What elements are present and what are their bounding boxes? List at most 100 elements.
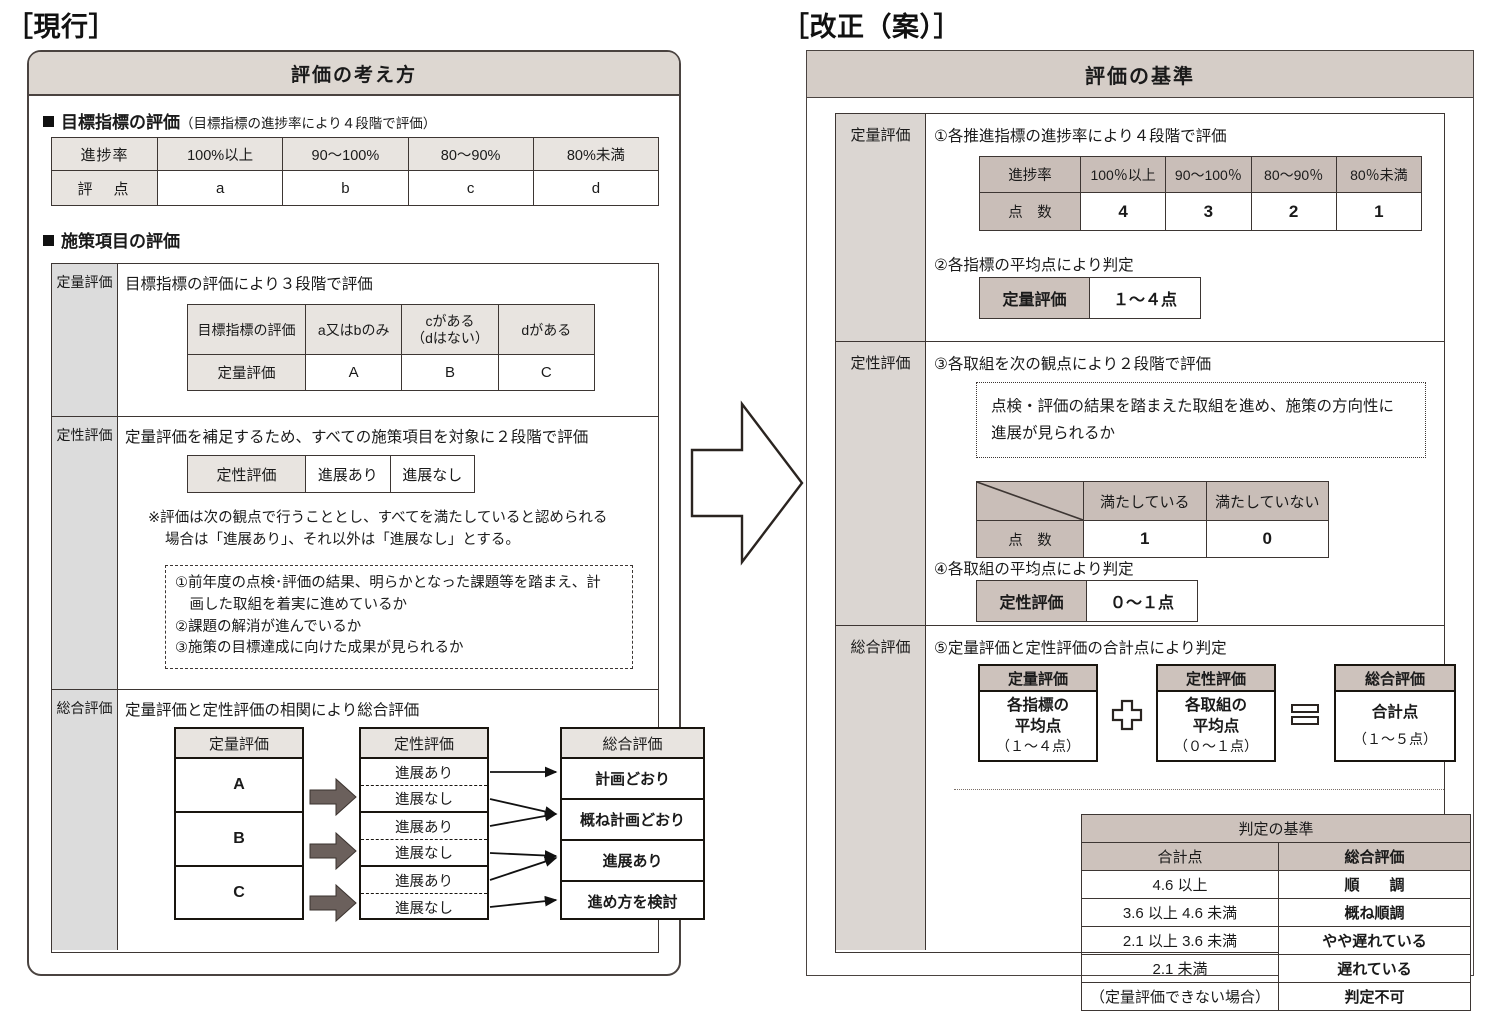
rp-diagonal-corner-cell <box>976 481 1084 521</box>
rp-satisfy-header-1: 満たしていない <box>1205 481 1329 521</box>
table-row: 合計点 総合評価 <box>1081 842 1471 871</box>
bullet-square-icon <box>43 116 54 127</box>
qualitative-row: 定性評価 定量評価を補足するため、すべての施策項目を対象に２段階で評価 定性評価… <box>52 417 658 690</box>
table-row: 定性評価 ０〜１点 <box>976 580 1198 622</box>
flow-qualitative-column: 定性評価 進展あり 進展なし 進展あり 進展なし 進展あり 進展なし <box>359 727 489 920</box>
rp-quantitative-result-table: 定量評価 １〜４点 <box>979 277 1201 319</box>
plus-symbol-icon <box>1111 699 1143 731</box>
judge-row4-result: 判定不可 <box>1278 982 1471 1011</box>
overall-lead: 定量評価と定性評価の相関により総合評価 <box>125 702 420 719</box>
goal-indicator-heading: 目標指標の評価（目標指標の進捗率により４段階で評価） <box>43 108 436 133</box>
judge-row3-result: 遅れている <box>1278 954 1471 983</box>
formula-box3-header: 総合評価 <box>1336 666 1454 692</box>
formula-box1-header: 定量評価 <box>980 666 1096 692</box>
table-row: 進捗率 100%以上 90〜100% 80〜90% 80%未満 <box>51 137 660 171</box>
rp-points-row-header: 点 数 <box>979 192 1081 231</box>
q-grade-row-header: 目標指標の評価 <box>187 304 306 355</box>
policy-item-heading: 施策項目の評価 <box>43 227 180 252</box>
table-row: 定性評価 進展あり 進展なし <box>187 455 475 493</box>
rp-progress-cell-0: 100％以上 <box>1079 156 1167 193</box>
judge-row4-score: （定量評価できない場合） <box>1081 982 1279 1011</box>
score-cell-1: b <box>282 170 409 206</box>
rp-overall-row: 総合評価 ⑤定量評価と定性評価の合計点により判定 定量評価 各指標の 平均点 （… <box>836 626 1471 1011</box>
rp-quantitative-row: 定量評価 ①各推進指標の進捗率により４段階で評価 進捗率 100％以上 90〜1… <box>836 114 1444 342</box>
formula-box-total: 総合評価 合計点 （１〜５点） <box>1334 664 1456 762</box>
flow-col3-header: 総合評価 <box>562 729 703 759</box>
rp-quant-result-value: １〜４点 <box>1089 277 1201 319</box>
table-row: 2.1 以上 3.6 未満 やや遅れている <box>1081 926 1471 955</box>
qualitative-note-line1: ※評価は次の観点で行うこととし、すべてを満たしていると認められる <box>148 510 608 526</box>
progress-rate-row-header: 進捗率 <box>51 137 158 171</box>
table-row: 2.1 未満 遅れている <box>1081 954 1471 983</box>
rp-points-cell-0: 4 <box>1079 192 1167 231</box>
rp-progress-row-header: 進捗率 <box>979 156 1081 193</box>
judge-row1-score: 3.6 以上 4.6 未満 <box>1081 898 1279 927</box>
rp-step3-text: ③各取組を次の観点により２段階で評価 <box>934 356 1212 373</box>
formula-box-quantitative: 定量評価 各指標の 平均点 （１〜４点） <box>978 664 1098 762</box>
flow-quantitative-column: 定量評価 A B C <box>174 727 304 920</box>
flow-col1-cell-B: B <box>176 813 302 867</box>
flow-col1-cell-A: A <box>176 759 302 813</box>
flow-col2-header: 定性評価 <box>361 729 487 759</box>
formula-box3-line1: 合計点 <box>1371 704 1419 722</box>
rp-points-cell-2: 2 <box>1250 192 1337 231</box>
formula-box1-paren: （１〜４点） <box>996 738 1080 755</box>
judge-table-title: 判定の基準 <box>1081 814 1471 843</box>
flow-overall-column: 総合評価 計画どおり 概ね計画どおり 進展あり 進め方を検討 <box>560 727 705 920</box>
score-row-header: 評 点 <box>51 170 158 206</box>
rp-qual-result-label: 定性評価 <box>976 580 1087 622</box>
judge-row3-score: 2.1 未満 <box>1081 954 1279 983</box>
qualitative-grade-table: 定性評価 進展あり 進展なし <box>187 455 475 493</box>
revised-evaluation-table: 定量評価 ①各推進指標の進捗率により４段階で評価 進捗率 100％以上 90〜1… <box>835 113 1471 1011</box>
overall-row-label: 総合評価 <box>52 690 118 950</box>
qualitative-note-line2: 場合は「進展あり」、それ以外は「進展なし」とする。 <box>165 532 520 549</box>
criteria-item-2: ②課題の解消が進んでいるか <box>175 618 362 635</box>
quantitative-row-label: 定量評価 <box>52 264 118 416</box>
table-row: （定量評価できない場合） 判定不可 <box>1081 982 1471 1011</box>
table-row: 判定の基準 <box>1081 814 1471 843</box>
equals-symbol-icon <box>1291 704 1319 725</box>
formula-box2-header: 定性評価 <box>1158 666 1274 692</box>
table-row: 点 数 1 0 <box>976 520 1329 558</box>
flow-col2-cell-0: 進展あり <box>361 759 487 786</box>
quantitative-grade-table: 目標指標の評価 a又はbのみ cがある （dはない） dがある 定量評価 A B… <box>187 304 596 391</box>
flow-col2-cell-2: 進展あり <box>361 813 487 840</box>
criteria-item-1-cont: 画した取組を着実に進めているか <box>175 596 407 613</box>
criteria-item-3: ③施策の目標達成に向けた成果が見られるか <box>175 640 464 657</box>
rp-step2-text: ②各指標の平均点により判定 <box>934 257 1134 274</box>
table-row: 進捗率 100％以上 90〜100％ 80〜90％ 80％未満 <box>979 156 1423 193</box>
criteria-item-1: ①前年度の点検･評価の結果、明らかとなった課題等を踏まえ、計 <box>175 575 601 591</box>
rp-satisfy-points-table: 満たしている 満たしていない 点 数 1 0 <box>976 481 1329 558</box>
current-version-label: ［現行］ <box>6 12 116 42</box>
rp-qualitative-row: 定性評価 ③各取組を次の観点により２段階で評価 点検・評価の結果を踏まえた取組を… <box>836 342 1444 626</box>
score-cell-3: d <box>532 170 660 206</box>
q-result-cell-2: C <box>497 354 596 391</box>
rp-satisfy-cell-1: 0 <box>1205 520 1329 558</box>
rp-satisfy-header-0: 満たしている <box>1083 481 1207 521</box>
qualitative-lead: 定量評価を補足するため、すべての施策項目を対象に２段階で評価 <box>125 429 589 446</box>
overall-row: 総合評価 定量評価と定性評価の相関により総合評価 定量評価 A B C 定性評価… <box>52 690 705 950</box>
revised-criteria-panel: 評価の基準 定量評価 ①各推進指標の進捗率により４段階で評価 進捗率 100％以… <box>806 50 1474 1011</box>
formula-box-qualitative: 定性評価 各取組の 平均点 （０〜１点） <box>1156 664 1276 762</box>
rp-viewpoint-line2: 進展が見られるか <box>991 425 1116 443</box>
right-panel-title: 評価の基準 <box>807 51 1473 98</box>
flow-col3-cell-0: 計画どおり <box>562 759 703 800</box>
judge-row2-result: やや遅れている <box>1278 926 1471 955</box>
current-criteria-panel: 評価の考え方 目標指標の評価（目標指標の進捗率により４段階で評価） 進捗率 10… <box>27 50 705 976</box>
table-row: 4.6 以上 順 調 <box>1081 870 1471 899</box>
policy-item-heading-text: 施策項目の評価 <box>61 232 180 251</box>
score-cell-0: a <box>156 170 284 206</box>
progress-rate-score-table: 進捗率 100%以上 90〜100% 80〜90% 80%未満 評 点 a b … <box>51 137 660 206</box>
judge-row0-score: 4.6 以上 <box>1081 870 1279 899</box>
flow-col1-cell-C: C <box>233 883 245 901</box>
flow-col3-cell-2: 進展あり <box>562 841 703 882</box>
qualitative-criteria-box: ①前年度の点検･評価の結果、明らかとなった課題等を踏まえ、計 画した取組を着実に… <box>165 565 633 669</box>
left-panel-title: 評価の考え方 <box>29 52 679 96</box>
rp-progress-cell-3: 80％未満 <box>1335 156 1423 193</box>
formula-box2-line1: 各取組の <box>1184 696 1247 714</box>
table-row: 点 数 4 3 2 1 <box>979 192 1423 231</box>
section-separator <box>954 789 1444 790</box>
formula-box2-line2: 平均点 <box>1192 717 1240 735</box>
table-row: 評 点 a b c d <box>51 170 660 206</box>
flow-col2-cell-3: 進展なし <box>361 840 487 867</box>
